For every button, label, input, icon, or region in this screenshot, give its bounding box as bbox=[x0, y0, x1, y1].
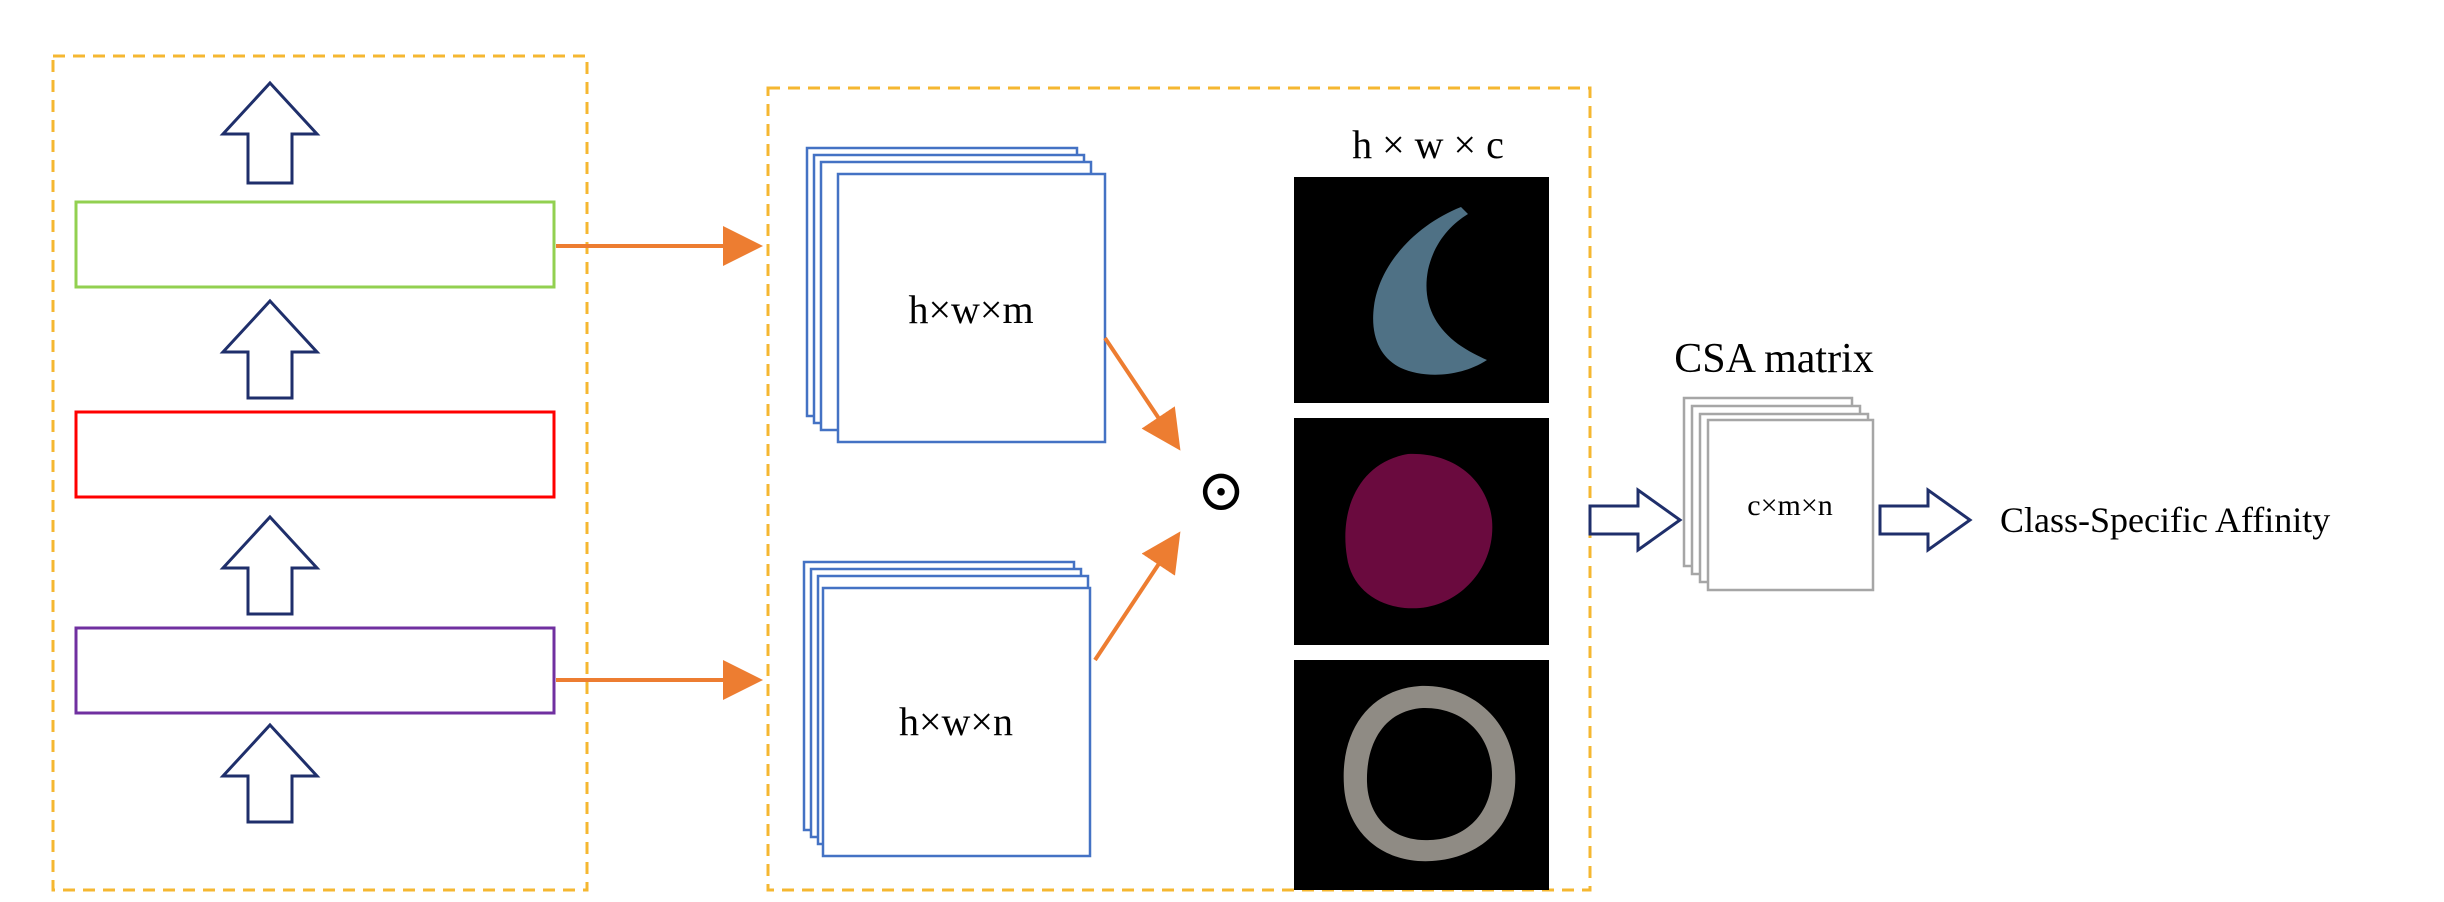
network-panel bbox=[51, 54, 589, 892]
hollow-up-arrow-icon bbox=[219, 722, 321, 824]
network-panel-border bbox=[51, 54, 589, 892]
hollow-up-arrow-icon bbox=[219, 298, 321, 400]
hollow-right-arrow-icon bbox=[1878, 487, 1973, 553]
csa-matrix-dims: c×m×n bbox=[1747, 489, 1833, 522]
feature-stack-n: h×w×n bbox=[802, 560, 1092, 858]
layer-block-bottom bbox=[74, 626, 556, 715]
output-label: Class-Specific Affinity bbox=[2000, 500, 2330, 540]
feature-n-label: h×w×n bbox=[899, 699, 1013, 744]
mask-tile-1 bbox=[1294, 177, 1549, 403]
csa-matrix: CSA matrix c×m×n bbox=[1674, 336, 1875, 592]
affinity-panel: h×w×m h×w×n ⊙ h × w × c bbox=[766, 86, 1592, 892]
feature-stack-m: h×w×m bbox=[805, 146, 1107, 444]
mask-tile-3 bbox=[1294, 660, 1549, 890]
hadamard-product-icon: ⊙ bbox=[1197, 458, 1246, 523]
hollow-up-arrow-icon bbox=[219, 514, 321, 616]
feature-m-label: h×w×m bbox=[908, 287, 1033, 332]
mask-dims-label: h × w × c bbox=[1352, 122, 1504, 167]
layer-block-top bbox=[74, 200, 556, 289]
mask-tile-2 bbox=[1294, 418, 1549, 645]
hollow-up-arrow-icon bbox=[219, 80, 321, 185]
layer-block-middle bbox=[74, 410, 556, 499]
flow-arrow-n-to-product bbox=[1093, 531, 1181, 662]
hollow-right-arrow-icon bbox=[1588, 487, 1683, 553]
csa-matrix-title: CSA matrix bbox=[1674, 336, 1874, 382]
affinity-panel-border bbox=[766, 86, 1592, 892]
flow-arrow-m-to-product bbox=[1103, 336, 1181, 451]
